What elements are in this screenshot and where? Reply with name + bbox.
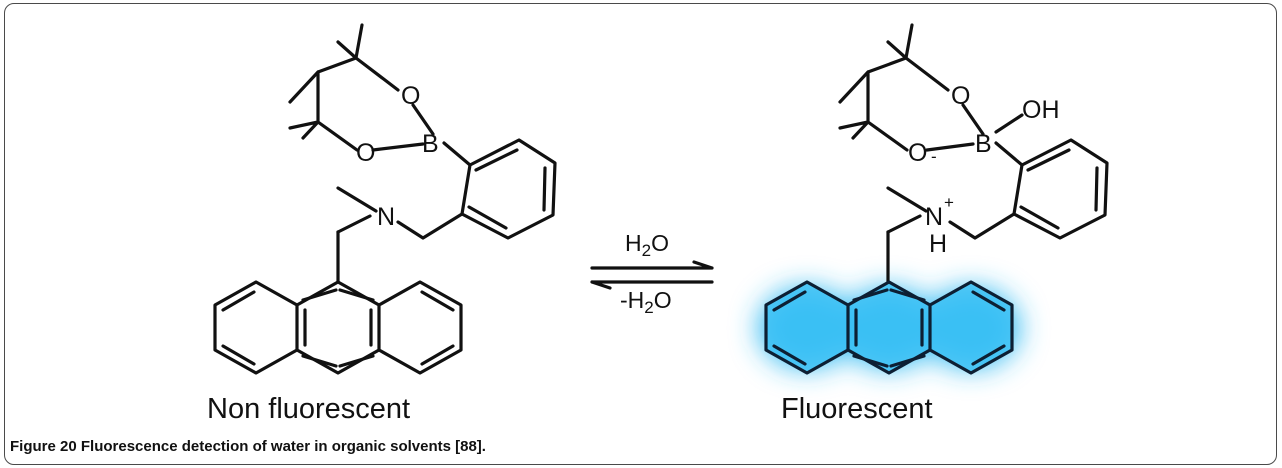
right-anthracene-double [852,288,926,368]
right-hydroxyl: OH [1022,96,1060,124]
left-state-label: Non fluorescent [207,393,410,425]
right-benzyl-bonds [886,186,1016,240]
fluorescence-glow-core [766,282,1012,373]
forward-reagent: H2O [625,230,669,260]
right-pinacol-bonds [838,23,950,152]
left-oxygen-bottom: O [356,139,375,167]
right-nitrogen: N [925,203,943,231]
left-boron: B [422,130,439,158]
left-benzene-ring [460,138,557,240]
forward-arrow [590,260,714,270]
right-boronate-bonds [925,103,1024,167]
left-molecule: O O B N [213,23,557,375]
left-benzyl-bonds [336,186,464,240]
reverse-reagent: -H2O [620,287,672,317]
right-benzene-ring [1012,138,1109,240]
left-anthracene [213,280,463,375]
right-anthracene [764,280,1014,375]
right-minus-charge: - [931,147,937,166]
figure-caption: Figure 20 Fluorescence detection of wate… [10,438,486,455]
right-oxygen-top: O [951,82,970,110]
left-anthracene-double [301,288,375,368]
right-oxygen-bottom: O [908,139,927,167]
figure-caption-text: Fluorescence detection of water in organ… [80,438,486,455]
right-state-label: Fluorescent [781,393,933,425]
right-plus-charge: + [944,193,954,212]
right-hydrogen: H [929,230,947,258]
left-boronate-bonds [371,103,472,167]
reverse-arrow [590,280,714,290]
right-boron: B [975,130,992,158]
left-oxygen-top: O [401,82,420,110]
right-molecule: O O - B OH N + H [759,23,1109,375]
figure-caption-label: Figure 20 [10,438,77,455]
left-nitrogen: N [377,203,395,231]
left-pinacol-bonds [288,23,400,152]
equilibrium-arrows: H2O -H2O [590,230,714,317]
